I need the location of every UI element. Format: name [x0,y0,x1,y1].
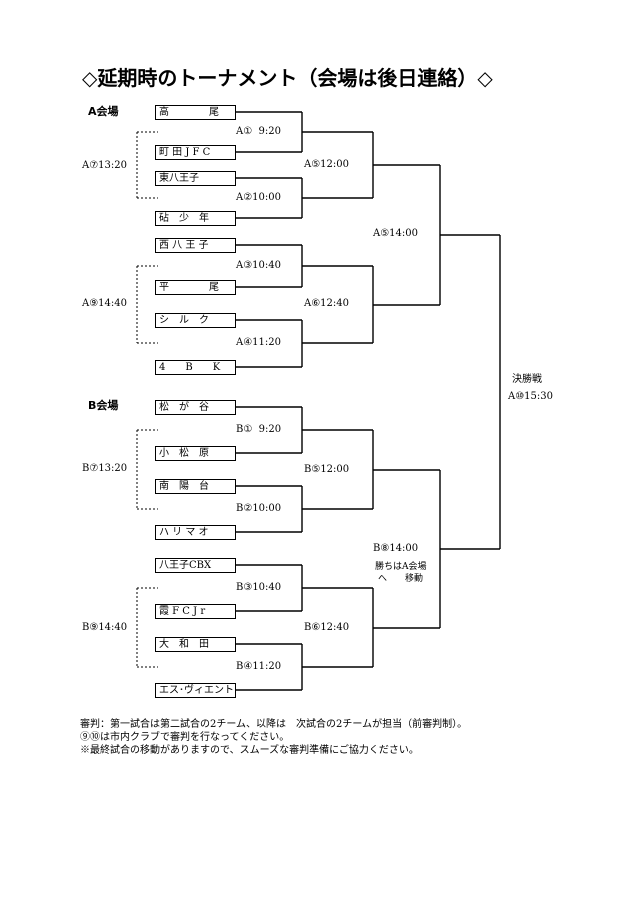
page-title: ◇延期時のトーナメント（会場は後日連絡）◇ [82,66,493,90]
consolation-label: B⑦13:20 [82,463,128,474]
match-label: B④11:20 [236,661,282,672]
consolation-label: A⑦13:20 [82,160,128,171]
team-box: 高 尾 [155,105,236,120]
team-box: 大 和 田 [155,637,236,652]
consolation-label: A⑨14:40 [82,298,128,309]
team-box: 西 八 王 子 [155,238,236,253]
team-box: エス･ヴィエント [155,683,236,698]
team-box: 町 田 J F C [155,145,236,160]
team-box: 東八王子 [155,171,236,186]
match-label: B②10:00 [236,503,282,514]
move-note-line2: へ 移動 [378,574,424,584]
match-label: B① 9:20 [236,424,282,435]
match-label: B⑥12:40 [304,622,350,633]
team-box: 松 が 谷 [155,400,236,415]
match-label: A③10:40 [236,260,282,271]
team-box: シ ル ク [155,313,236,328]
note-line: ※最終試合の移動がありますので、スムーズな審判準備にご協力ください。 [80,745,419,756]
notes: 審判：第一試合は第二試合の2チーム、以降は 次試合の2チームが担当（前審判制）。… [80,718,467,757]
match-label: B⑤12:00 [304,464,350,475]
match-label: A⑥12:40 [304,298,350,309]
venue-a-label: A会場 [88,105,119,118]
team-box: 霞 F C J r [155,604,236,619]
team-box: 砧 少 年 [155,211,236,226]
move-note-line1: 勝ちはA会場 [375,562,427,572]
match-label: B③10:40 [236,582,282,593]
match-label: A④11:20 [236,337,282,348]
team-box: 小 松 原 [155,446,236,461]
team-box: 八王子CBX [155,558,236,573]
team-box: 平 尾 [155,280,236,295]
match-label: A① 9:20 [236,126,281,137]
team-box: 南 陽 台 [155,479,236,494]
note-line: 審判：第一試合は第二試合の2チーム、以降は 次試合の2チームが担当（前審判制）。 [80,719,468,730]
venue-b-label: B会場 [88,399,119,412]
team-box: 4 B K [155,360,236,375]
note-line: ⑨⑩は市内クラブで審判を行なってください。 [80,732,290,743]
final-time: A⑩15:30 [508,391,554,402]
match-label: A⑤14:00 [373,228,419,239]
consolation-label: B⑨14:40 [82,622,128,633]
team-box: ハ リ マ オ [155,525,236,540]
match-label: A②10:00 [236,192,282,203]
match-label: A⑤12:00 [304,159,350,170]
match-label: B⑧14:00 [373,543,419,554]
final-label: 決勝戦 [512,374,542,385]
